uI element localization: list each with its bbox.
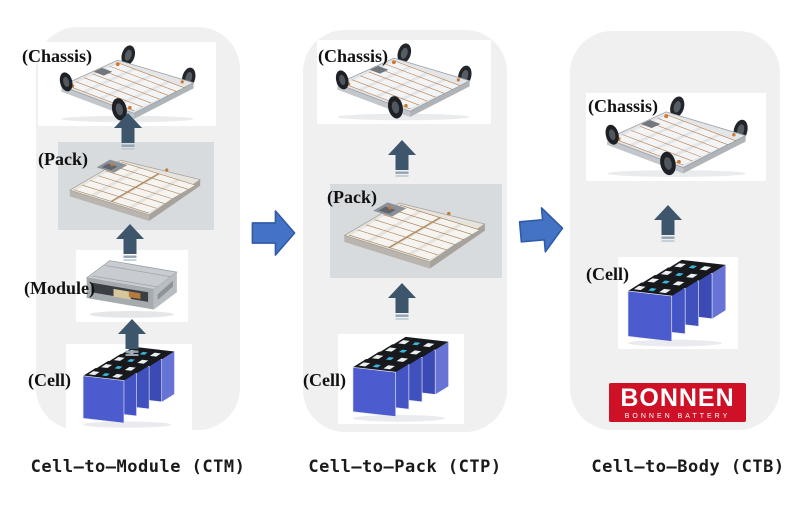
ctb-cell-photo <box>618 257 738 349</box>
ctp-pack-photo <box>330 184 502 278</box>
up-arrow-icon <box>386 283 418 321</box>
logo-tagline-text: BONNEN BATTERY <box>624 412 731 420</box>
ctm-caption: Cell–to–Module (CTM) <box>30 457 246 477</box>
pack-label: (Pack) <box>38 149 88 169</box>
ctp-cell-photo <box>338 334 464 424</box>
ctb-caption: Cell–to–Body (CTB) <box>591 457 785 477</box>
ctm-module-photo <box>76 250 188 322</box>
chassis-label: (Chassis) <box>588 96 659 116</box>
cell-label: (Cell) <box>303 370 346 390</box>
pack-label: (Pack) <box>327 187 377 207</box>
flow-arrow-icon <box>251 209 296 257</box>
cell-label: (Cell) <box>586 264 629 284</box>
chassis-label: (Chassis) <box>318 46 389 66</box>
logo-brand-text: BONNEN <box>620 383 735 412</box>
ctm-cell-photo <box>66 344 192 430</box>
ctb-chassis-photo <box>586 93 766 181</box>
bonnen-logo: BONNEN BONNEN BATTERY <box>609 383 746 422</box>
battery-cells-illustration <box>341 336 462 422</box>
chassis-label: (Chassis) <box>22 46 93 66</box>
up-arrow-icon <box>116 319 148 357</box>
up-arrow-icon <box>112 113 144 151</box>
up-arrow-icon <box>386 140 418 178</box>
ctp-caption: Cell–to–Pack (CTP) <box>308 457 502 477</box>
ctm-pack-photo <box>58 142 214 230</box>
up-arrow-icon <box>114 224 146 262</box>
ctp-chassis-photo <box>317 40 491 124</box>
ctm-chassis-photo <box>38 42 216 126</box>
up-arrow-icon <box>652 205 684 243</box>
battery-cells-illustration <box>620 259 735 347</box>
flow-arrow-icon <box>517 204 566 256</box>
cell-label: (Cell) <box>28 370 71 390</box>
battery-cells-illustration <box>69 346 190 429</box>
module-label: (Module) <box>24 278 95 298</box>
